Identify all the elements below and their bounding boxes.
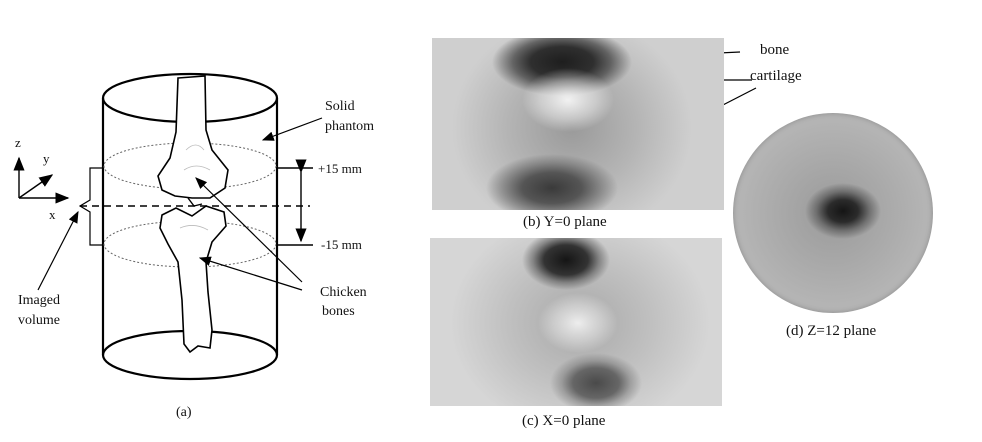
chicken-bones (157, 75, 229, 354)
axis-y-label: y (43, 151, 50, 166)
axis-z-label: z (15, 135, 21, 150)
caption-c: (c) X=0 plane (522, 413, 606, 429)
slab-dimension (276, 159, 313, 246)
arrow-imaged-volume (37, 210, 79, 291)
image-b-y0-plane (432, 38, 724, 210)
image-c-x0-plane (430, 238, 722, 406)
image-d-z12-plane (733, 113, 933, 313)
caption-a: (a) (176, 405, 192, 420)
plus-15-label: +15 mm (318, 161, 362, 176)
cartilage-label: cartilage (750, 68, 802, 84)
caption-d: (d) Z=12 plane (786, 323, 877, 339)
chicken-label: Chicken (320, 285, 367, 300)
caption-b: (b) Y=0 plane (523, 214, 607, 230)
bones-label: bones (322, 304, 355, 319)
solid-label: Solid (325, 99, 355, 114)
arrow-chicken-lower (198, 256, 303, 291)
minus-15-label: -15 mm (321, 237, 362, 252)
volume-label: volume (18, 313, 60, 328)
imaged-volume-brace (78, 167, 102, 246)
imaged-label: Imaged (18, 293, 60, 308)
phantom-label: phantom (325, 119, 374, 134)
xyz-axes (13, 156, 70, 204)
axis-x-label: x (49, 207, 56, 222)
bone-label: bone (760, 42, 790, 58)
arrow-chicken-upper (195, 177, 303, 283)
arrow-solid-phantom (261, 117, 323, 141)
